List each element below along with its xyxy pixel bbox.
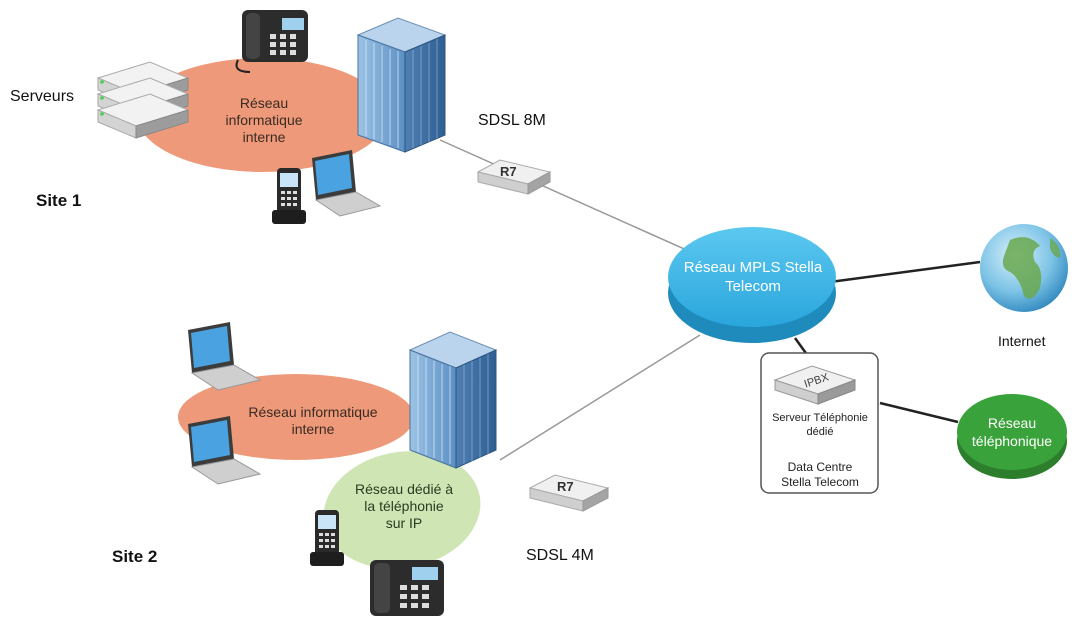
laptop-icon — [312, 150, 382, 217]
server-stack-icon — [96, 61, 190, 139]
ipbx-server-icon — [773, 365, 857, 405]
desk-phone-icon — [235, 10, 308, 73]
phone-network-disc — [957, 394, 1067, 479]
phone-network-label: Réseau téléphonique — [971, 415, 1053, 449]
site2-network-label: Réseau informatique interne — [248, 404, 378, 437]
site2-label: Site 2 — [112, 547, 158, 566]
site1-link-label: SDSL 8M — [478, 112, 546, 129]
datacenter-label: Data Centre Stella Telecom — [781, 460, 859, 489]
link-site2-mpls — [499, 334, 701, 461]
desk-phone-icon — [370, 560, 444, 616]
link-site1-mpls — [439, 139, 701, 257]
site2-router-label: R7 — [557, 479, 574, 494]
ip-handset-icon — [272, 168, 306, 224]
site1-network-label: Réseau informatique interne — [225, 95, 303, 145]
router-icon — [528, 474, 610, 512]
internet-label: Internet — [998, 333, 1046, 349]
globe-icon — [980, 224, 1068, 312]
mpls-label: Réseau MPLS Stella Telecom — [683, 259, 823, 295]
laptop-icon — [188, 322, 262, 391]
office-building-icon — [356, 17, 447, 153]
laptop-icon — [188, 416, 262, 485]
link-datacenter-phonenet — [879, 401, 959, 424]
ip-handset-icon — [310, 510, 344, 566]
site1-router-label: R7 — [500, 164, 517, 179]
office-building-icon — [408, 331, 498, 469]
link-mpls-internet — [829, 260, 981, 284]
site2-voip-oval — [323, 451, 481, 569]
site1-label: Site 1 — [36, 191, 82, 210]
site2-network-oval — [178, 374, 414, 460]
servers-label: Serveurs — [10, 88, 75, 105]
site2-link-label: SDSL 4M — [526, 547, 594, 564]
site2-voip-label: Réseau dédié à la téléphonie sur IP — [354, 481, 454, 531]
datacenter-server-label: Serveur Téléphonie dédié — [772, 412, 868, 438]
mpls-network-disc — [668, 227, 836, 343]
router-icon — [476, 159, 552, 195]
site1-network-oval — [137, 58, 387, 172]
